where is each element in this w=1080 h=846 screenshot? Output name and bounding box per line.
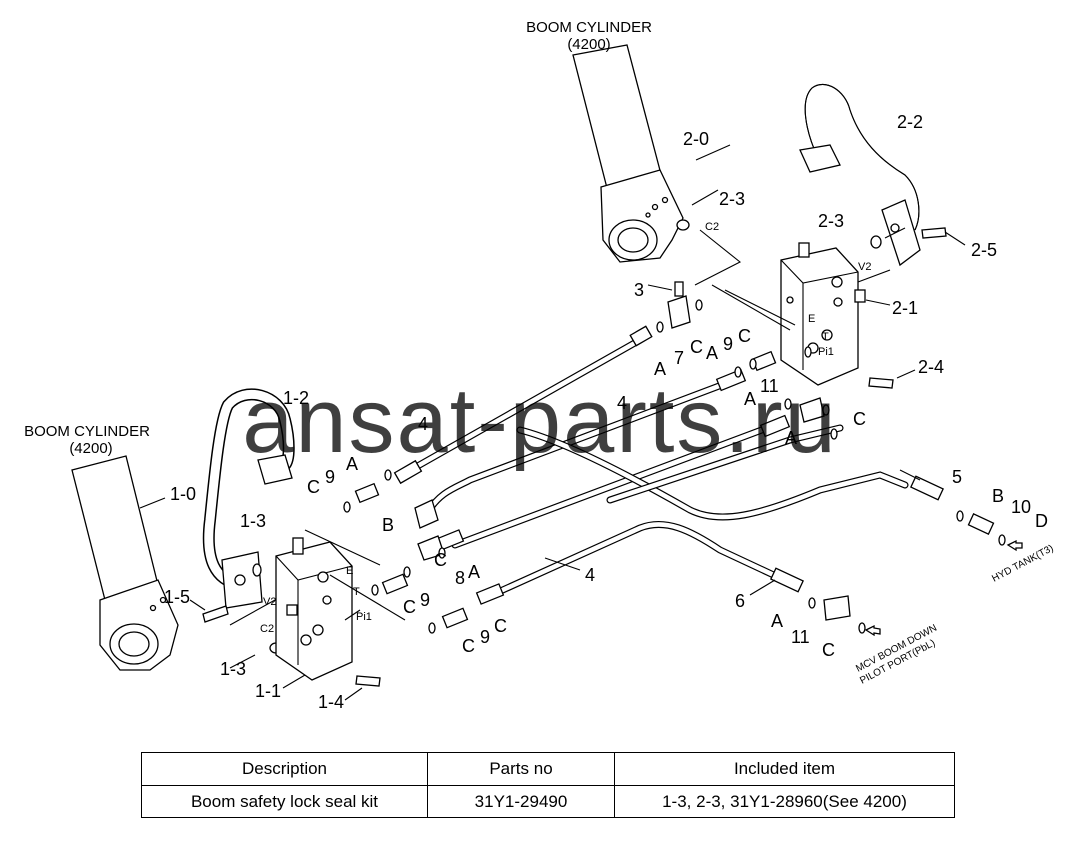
- fittings: [354, 281, 995, 629]
- callout-2-5: 2-5: [971, 240, 997, 260]
- top-boom-cylinder: [572, 44, 690, 263]
- watermark: ansat-parts.ru: [242, 370, 838, 472]
- top-cylinder-title: BOOM CYLINDER: [526, 19, 652, 36]
- o-ring-1-3a: [252, 563, 262, 577]
- callout-a-g1: A: [771, 611, 783, 631]
- arrow-to-mcv: [864, 624, 881, 637]
- cell-description: Boom safety lock seal kit: [141, 785, 428, 818]
- port-e-left: E: [346, 565, 353, 577]
- left-safety-valve: [275, 537, 353, 681]
- header-description: Description: [141, 752, 428, 786]
- callout-5: 5: [952, 467, 962, 487]
- callout-9-b: 9: [325, 467, 335, 487]
- note-hyd-tank: HYD TANK(T3): [990, 543, 1055, 585]
- o-ring-2-3: [870, 235, 882, 249]
- callout-2-2: 2-2: [897, 112, 923, 132]
- callout-a-e1: A: [468, 562, 480, 582]
- left-cylinder-ref: (4200): [69, 440, 112, 457]
- callout-9-c: 9: [420, 590, 430, 610]
- callout-a-c2: A: [785, 428, 797, 448]
- left-boom-cylinder: [71, 455, 179, 671]
- callout-c-e2: C: [403, 597, 416, 617]
- callout-a-a1: A: [654, 359, 666, 379]
- callout-4-c: 4: [585, 565, 595, 585]
- callout-6: 6: [735, 591, 745, 611]
- bolt-1-5: [202, 605, 229, 623]
- callout-11-b: 11: [791, 627, 810, 647]
- callout-a-c1: A: [744, 389, 756, 409]
- left-pipe: [202, 388, 295, 609]
- callout-c-e1: C: [434, 550, 447, 570]
- callout-c-c1: C: [853, 409, 866, 429]
- header-included-item: Included item: [614, 752, 955, 786]
- callout-11-a: 11: [760, 376, 779, 396]
- callout-9-a: 9: [723, 334, 733, 354]
- callout-4-a: 4: [418, 414, 428, 434]
- callout-d-f1: D: [1035, 511, 1048, 531]
- callout-a-d1: A: [346, 454, 358, 474]
- bolt-1-4: [355, 675, 381, 687]
- callout-3: 3: [634, 280, 644, 300]
- port-pi1-top: Pi1: [818, 346, 834, 358]
- callout-c-a1: C: [690, 337, 703, 357]
- seal-kit-table: Description Parts no Included item Boom …: [141, 752, 955, 818]
- cell-parts-no: 31Y1-29490: [427, 785, 615, 818]
- port-c2-left: C2: [260, 623, 274, 635]
- callout-2-1: 2-1: [892, 298, 918, 318]
- callout-4-b: 4: [617, 393, 627, 413]
- callout-1-1: 1-1: [255, 681, 281, 701]
- port-c2-top: C2: [705, 221, 719, 233]
- header-parts-no: Parts no: [427, 752, 615, 786]
- callout-a-b1: A: [706, 343, 718, 363]
- top-cylinder-ref: (4200): [567, 36, 610, 53]
- bolt-2-5: [921, 227, 947, 239]
- callout-2-3-top: 2-3: [719, 189, 745, 209]
- callout-2-3-right: 2-3: [818, 211, 844, 231]
- callout-7: 7: [674, 348, 684, 368]
- callout-1-0: 1-0: [170, 484, 196, 504]
- callout-1-5: 1-5: [164, 587, 190, 607]
- callout-c-g1: C: [822, 640, 835, 660]
- port-t-top: T: [822, 331, 829, 343]
- callout-2-4: 2-4: [918, 357, 944, 377]
- callout-2-0: 2-0: [683, 129, 709, 149]
- table-row: Boom safety lock seal kit 31Y1-29490 1-3…: [141, 785, 955, 818]
- port-v2-left: V2: [263, 596, 276, 608]
- top-pipe: [799, 83, 921, 267]
- port-pi1-left: Pi1: [356, 611, 372, 623]
- callout-10: 10: [1011, 497, 1031, 517]
- callout-1-4: 1-4: [318, 692, 344, 712]
- callout-9-d: 9: [480, 627, 490, 647]
- port-e-top: E: [808, 313, 815, 325]
- table-header-row: Description Parts no Included item: [141, 752, 955, 786]
- callout-c-e4: C: [462, 636, 475, 656]
- callout-1-3-top: 1-3: [240, 511, 266, 531]
- port-t-left: T: [353, 586, 360, 598]
- arrow-to-tank: [1006, 539, 1023, 552]
- top-safety-valve: [780, 242, 866, 386]
- callout-1-3-bottom: 1-3: [220, 659, 246, 679]
- callout-1-2: 1-2: [283, 388, 309, 408]
- callout-8: 8: [455, 568, 465, 588]
- callout-c-b1: C: [738, 326, 751, 346]
- callout-c-d1: C: [307, 477, 320, 497]
- cell-included-item: 1-3, 2-3, 31Y1-28960(See 4200): [614, 785, 955, 818]
- callout-c-e3: C: [494, 616, 507, 636]
- leader-lines: [139, 144, 966, 701]
- callout-b-d1: B: [382, 515, 394, 535]
- callout-b-f1: B: [992, 486, 1004, 506]
- left-cylinder-title: BOOM CYLINDER: [24, 423, 150, 440]
- bolt-2-4: [868, 377, 894, 389]
- port-v2-top: V2: [858, 261, 871, 273]
- o-rings: [343, 299, 1006, 634]
